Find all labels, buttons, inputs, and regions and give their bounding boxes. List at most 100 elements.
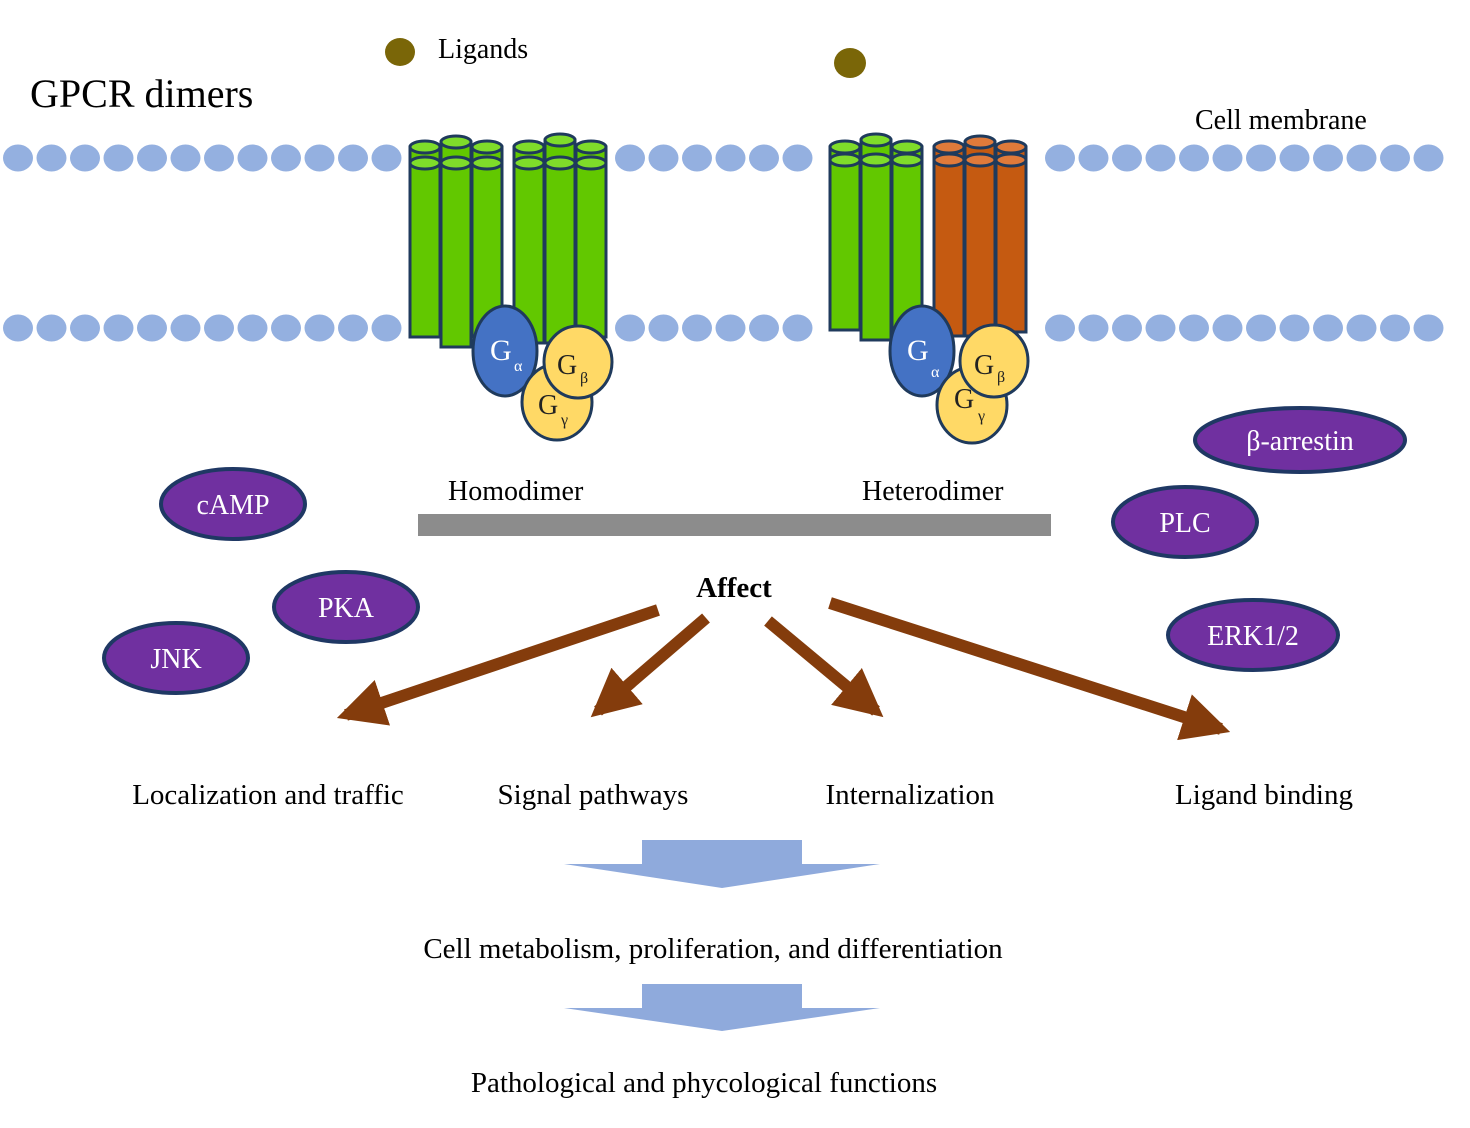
svg-text:G: G — [974, 350, 994, 381]
effect-signal-pathways: Signal pathways — [498, 779, 689, 811]
heterodimer-g-alpha: G α — [888, 304, 956, 398]
svg-text:β: β — [580, 370, 588, 387]
membrane-lipid-head — [1045, 314, 1075, 342]
membrane-lipid-head — [1212, 144, 1243, 172]
svg-text:G: G — [538, 390, 558, 421]
membrane-lipid-head — [782, 144, 813, 172]
membrane-lipid-head — [70, 314, 100, 342]
homodimer-g-alpha: G α — [471, 304, 539, 398]
membrane-lipid-head — [1380, 144, 1410, 172]
membrane-lipid-head — [1212, 314, 1243, 342]
effector-camp: cAMP — [159, 467, 307, 541]
ligand-dot — [834, 48, 866, 78]
membrane-lipid-head — [304, 144, 335, 172]
membrane-lipid-head — [1145, 314, 1176, 342]
membrane-lipid-head — [1279, 144, 1310, 172]
membrane-lipid-head — [1112, 314, 1142, 342]
arrow-to-internalization — [764, 616, 884, 718]
dimer-divider-bar — [418, 514, 1051, 536]
svg-text:PLC: PLC — [1159, 508, 1210, 539]
membrane-lipid-head — [304, 314, 335, 342]
flow-arrow-2 — [564, 984, 880, 1031]
membrane-lipid-head — [615, 314, 645, 342]
membrane-lipid-head — [103, 144, 134, 172]
heterodimer-label: Heterodimer — [862, 476, 1004, 507]
membrane-lipid-head — [1179, 144, 1209, 172]
membrane-lipid-head — [170, 144, 201, 172]
diagram-title: GPCR dimers — [30, 71, 253, 116]
membrane-lipid-head — [682, 314, 712, 342]
membrane-lipid-head — [36, 314, 67, 342]
membrane-lipid-head — [1145, 144, 1176, 172]
membrane-lipid-head — [749, 144, 779, 172]
ligands-label: Ligands — [438, 34, 528, 65]
svg-text:G: G — [954, 384, 974, 415]
membrane-lipid-head — [1112, 144, 1142, 172]
effect-internalization: Internalization — [825, 779, 995, 811]
affect-label: Affect — [696, 572, 772, 604]
membrane-lipid-head — [338, 314, 368, 342]
membrane-lipid-head — [137, 314, 167, 342]
membrane-lipid-head — [3, 314, 33, 342]
membrane-lipid-head — [648, 314, 679, 342]
membrane-lipid-head — [782, 314, 813, 342]
effect-ligand-binding: Ligand binding — [1175, 779, 1353, 811]
effector-beta-arrestin: β-arrestin — [1193, 406, 1407, 474]
heterodimer-g-beta: G β — [958, 323, 1030, 399]
outcome-cell-metabolism: Cell metabolism, proliferation, and diff… — [423, 933, 1003, 965]
svg-text:G: G — [490, 334, 512, 367]
membrane-lipid-head — [1279, 314, 1310, 342]
membrane-lipid-head — [271, 314, 301, 342]
svg-text:β: β — [997, 369, 1005, 386]
effector-pka: PKA — [272, 570, 420, 644]
membrane-lipid-head — [338, 144, 368, 172]
effector-erk: ERK1/2 — [1166, 598, 1340, 672]
homodimer-g-beta: G β — [542, 324, 614, 400]
svg-text:PKA: PKA — [318, 593, 375, 624]
membrane-lipid-head — [1078, 314, 1109, 342]
membrane-lipid-head — [3, 144, 33, 172]
homodimer-right-protomer — [512, 132, 608, 345]
cell-membrane — [3, 144, 1444, 342]
membrane-lipid-head — [170, 314, 201, 342]
membrane-lipid-head — [682, 144, 712, 172]
effector-plc: PLC — [1111, 485, 1259, 559]
membrane-lipid-head — [1246, 144, 1276, 172]
svg-text:α: α — [514, 358, 523, 375]
svg-text:G: G — [557, 350, 577, 381]
arrow-to-localization — [336, 604, 660, 726]
svg-text:γ: γ — [560, 412, 568, 429]
outcome-functions: Pathological and phycological functions — [471, 1067, 937, 1099]
membrane-lipid-head — [237, 314, 268, 342]
membrane-lipid-head — [70, 144, 100, 172]
membrane-lipid-head — [271, 144, 301, 172]
svg-text:γ: γ — [977, 408, 985, 425]
membrane-lipid-head — [1078, 144, 1109, 172]
membrane-lipid-head — [615, 144, 645, 172]
membrane-lipid-head — [371, 314, 402, 342]
membrane-lipid-head — [648, 144, 679, 172]
membrane-lipid-head — [1313, 314, 1343, 342]
heterodimer-receptor: G α G γ G β — [828, 132, 1030, 445]
membrane-lipid-head — [1346, 144, 1377, 172]
membrane-lipid-head — [749, 314, 779, 342]
membrane-lipid-head — [1246, 314, 1276, 342]
membrane-lipid-head — [204, 144, 234, 172]
membrane-lipid-head — [204, 314, 234, 342]
ligand-legend-dot — [385, 38, 415, 66]
svg-text:JNK: JNK — [150, 644, 201, 675]
membrane-lipid-head — [137, 144, 167, 172]
membrane-lipid-head — [103, 314, 134, 342]
membrane-lipid-head — [371, 144, 402, 172]
membrane-lipid-head — [36, 144, 67, 172]
svg-text:ERK1/2: ERK1/2 — [1207, 621, 1299, 652]
homodimer-left-protomer — [408, 134, 504, 349]
svg-text:G: G — [907, 334, 929, 367]
heterodimer-green-protomer — [828, 132, 924, 342]
membrane-lipid-head — [1380, 314, 1410, 342]
arrow-to-signal-pathways — [590, 613, 710, 718]
flow-arrow-1 — [564, 840, 880, 888]
membrane-lipid-head — [715, 144, 746, 172]
svg-text:cAMP: cAMP — [196, 490, 269, 521]
